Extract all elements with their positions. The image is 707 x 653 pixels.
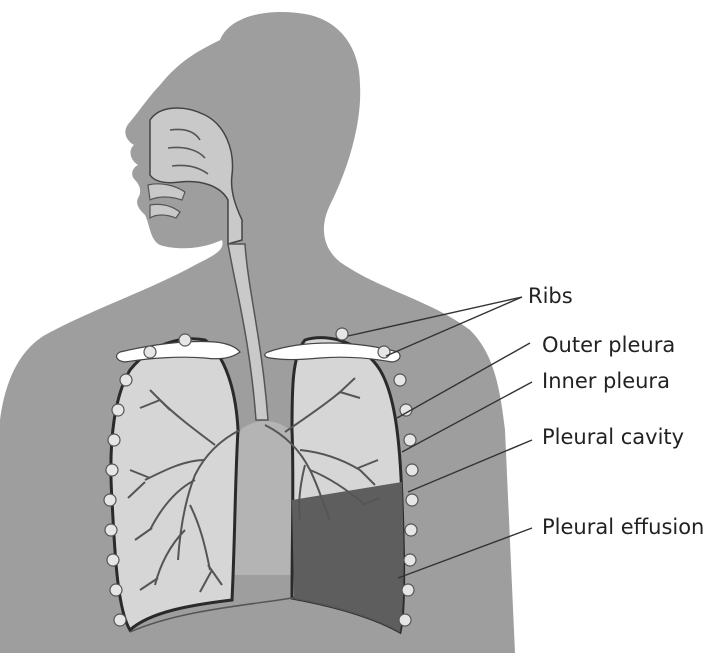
label-pleural-cavity: Pleural cavity [542,425,684,449]
mediastinum [232,421,299,575]
label-outer-pleura: Outer pleura [542,333,675,357]
label-inner-pleura: Inner pleura [542,369,670,393]
label-ribs: Ribs [528,284,573,308]
label-pleural-effusion: Pleural effusion [542,515,704,539]
